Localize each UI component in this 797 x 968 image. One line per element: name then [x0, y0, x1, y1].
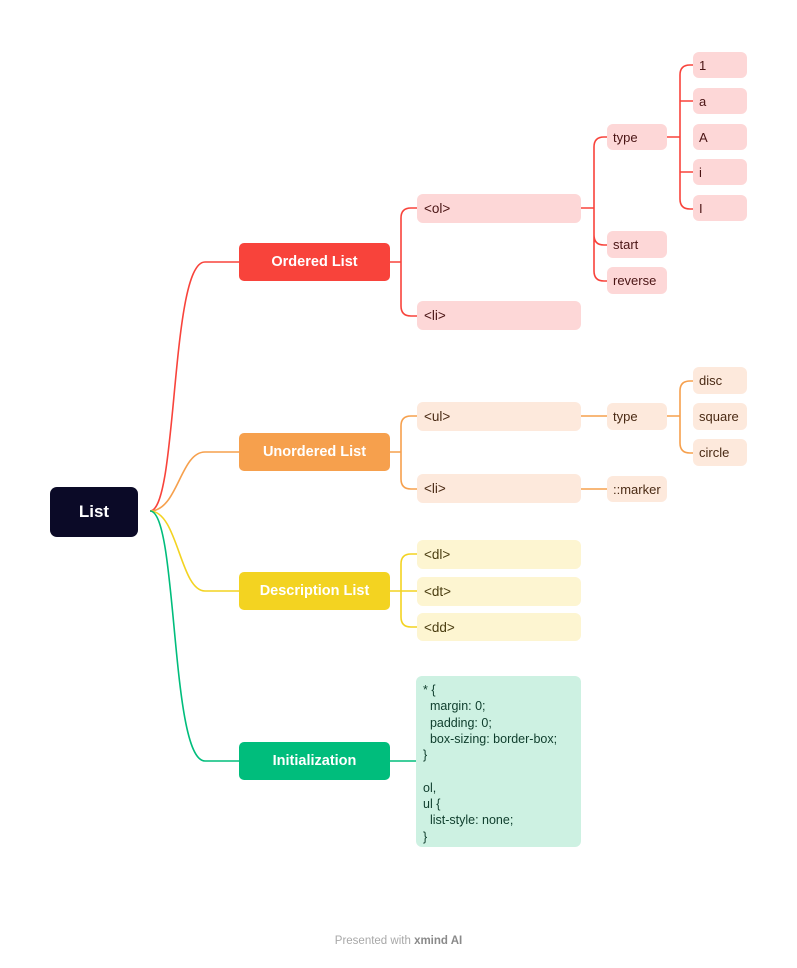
footer-credit: Presented with xmind AI: [0, 935, 797, 947]
node-dl-tag-label: <dl>: [424, 547, 451, 562]
node-dl-tag[interactable]: <dl>: [417, 540, 581, 569]
branch-initialization-label: Initialization: [272, 753, 357, 769]
node-ol-reverse[interactable]: reverse: [607, 267, 667, 294]
node-ol-tag-label: <ol>: [424, 201, 451, 216]
node-ol-type-label: type: [613, 129, 638, 145]
node-ol-type-value-label: i: [699, 164, 702, 180]
branch-initialization[interactable]: Initialization: [239, 742, 390, 780]
node-ol-li-tag-label: <li>: [424, 308, 446, 323]
node-ol-type[interactable]: type: [607, 124, 667, 150]
node-dt-tag-label: <dt>: [424, 584, 452, 599]
node-ul-li-tag-label: <li>: [424, 481, 446, 496]
node-ul-type-label: type: [613, 409, 638, 424]
branch-description-list[interactable]: Description List: [239, 572, 390, 610]
node-ol-type-value[interactable]: i: [693, 159, 747, 185]
node-ol-type-value-label: a: [699, 93, 707, 109]
node-ul-li-tag[interactable]: <li>: [417, 474, 581, 503]
node-init-code[interactable]: * { margin: 0; padding: 0; box-sizing: b…: [416, 676, 581, 847]
node-ol-type-value[interactable]: I: [693, 195, 747, 221]
node-ol-type-value[interactable]: a: [693, 88, 747, 114]
node-ul-type-value-label: disc: [699, 373, 723, 388]
node-ol-start-label: start: [613, 237, 639, 252]
branch-unordered-list-label: Unordered List: [262, 444, 367, 460]
node-dd-tag-label: <dd>: [424, 619, 455, 635]
footer-brand: xmind AI: [414, 935, 463, 947]
node-ul-type[interactable]: type: [607, 403, 667, 430]
branch-description-list-label: Description List: [259, 583, 370, 599]
node-ul-marker-label: ::marker: [613, 481, 661, 497]
node-ol-tag[interactable]: <ol>: [417, 194, 581, 223]
node-ol-type-value-label: 1: [699, 57, 707, 73]
node-ul-tag[interactable]: <ul>: [417, 402, 581, 431]
node-ol-type-value[interactable]: A: [693, 124, 747, 150]
node-ol-li-tag[interactable]: <li>: [417, 301, 581, 330]
node-ol-start[interactable]: start: [607, 231, 667, 258]
root-node[interactable]: List: [50, 487, 138, 537]
node-ol-type-value[interactable]: 1: [693, 52, 747, 78]
node-ul-type-value[interactable]: disc: [693, 367, 747, 394]
node-ol-reverse-label: reverse: [613, 273, 657, 288]
branch-ordered-list-label: Ordered List: [271, 254, 358, 270]
footer-prefix: Presented with: [334, 935, 411, 947]
node-ol-type-value-label: A: [699, 129, 708, 145]
node-dt-tag[interactable]: <dt>: [417, 577, 581, 606]
node-ul-type-value[interactable]: square: [693, 403, 747, 430]
node-ol-type-value-label: I: [699, 200, 703, 216]
node-ul-type-value-label: square: [699, 409, 739, 424]
node-ul-type-value[interactable]: circle: [693, 439, 747, 466]
node-dd-tag[interactable]: <dd>: [417, 613, 581, 641]
root-label: List: [78, 502, 110, 521]
branch-unordered-list[interactable]: Unordered List: [239, 433, 390, 471]
node-ul-marker[interactable]: ::marker: [607, 476, 667, 502]
node-ul-type-value-label: circle: [699, 445, 730, 460]
node-ul-tag-label: <ul>: [424, 409, 451, 424]
branch-ordered-list[interactable]: Ordered List: [239, 243, 390, 281]
